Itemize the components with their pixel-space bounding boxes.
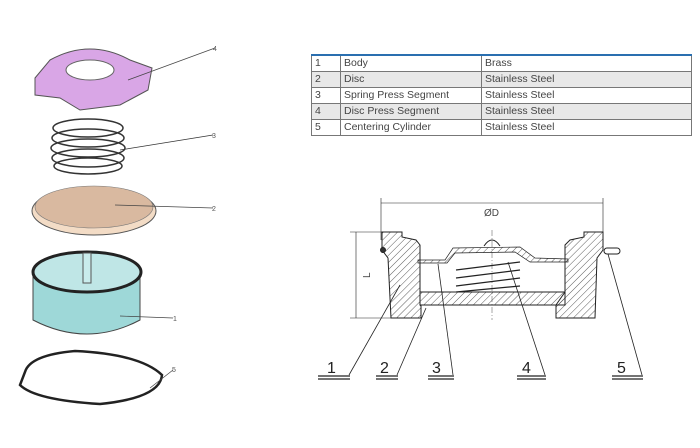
callout-4: 4 <box>522 360 531 377</box>
section-view <box>318 198 643 380</box>
part-name: Disc Press Segment <box>340 103 482 120</box>
exploded-label-1: 1 <box>173 316 177 323</box>
exploded-label-2: 2 <box>212 206 216 213</box>
body-part <box>31 250 174 335</box>
spring-part <box>50 118 214 175</box>
part-name: Centering Cylinder <box>340 119 482 136</box>
exploded-label-4: 4 <box>213 46 217 53</box>
part-name: Spring Press Segment <box>340 87 482 104</box>
part-material: Stainless Steel <box>481 119 692 136</box>
part-name: Disc <box>340 71 482 88</box>
part-number: 4 <box>311 103 341 120</box>
callout-3: 3 <box>432 360 441 377</box>
callout-2: 2 <box>380 360 389 377</box>
callout-1: 1 <box>327 360 336 377</box>
callout-5: 5 <box>617 360 626 377</box>
exploded-label-5: 5 <box>172 367 176 374</box>
centering-cylinder-part <box>18 349 174 406</box>
part-number: 1 <box>311 54 341 72</box>
part-material: Stainless Steel <box>481 103 692 120</box>
exploded-label-3: 3 <box>212 133 216 140</box>
diameter-label: ØD <box>484 208 499 219</box>
part-name: Body <box>340 54 482 72</box>
length-label: L <box>362 272 373 278</box>
part-material: Brass <box>481 54 692 72</box>
disc-part <box>31 185 214 236</box>
part-number: 3 <box>311 87 341 104</box>
part-number: 5 <box>311 119 341 136</box>
part-material: Stainless Steel <box>481 71 692 88</box>
disc-press-segment-part <box>34 47 216 111</box>
part-material: Stainless Steel <box>481 87 692 104</box>
part-number: 2 <box>311 71 341 88</box>
